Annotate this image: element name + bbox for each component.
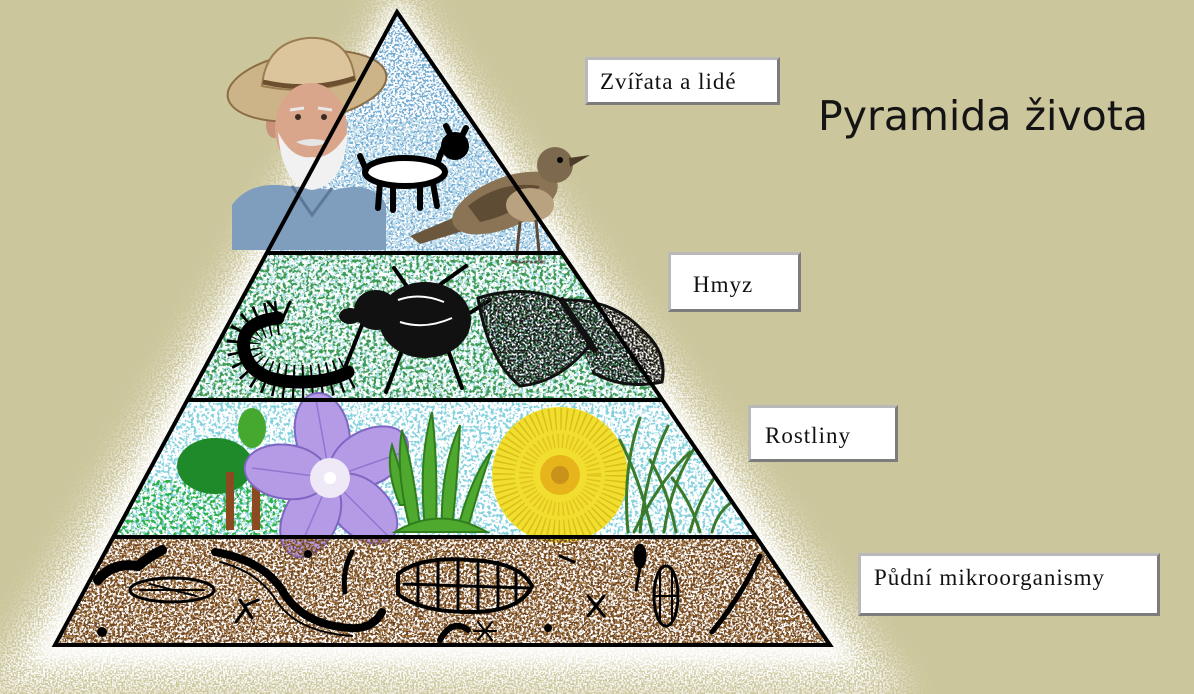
label-animals-people: Zvířata a lidé [585,57,780,105]
bird-eye [557,157,563,163]
man-eye-left [295,114,301,120]
dandelion-photo [492,407,628,543]
dark-speck [304,550,312,558]
label-soil-microorganisms: Půdní mikroorganismy [858,553,1160,616]
diagram-title: Pyramida života [818,96,1148,137]
label-plants: Rostliny [748,405,898,462]
label-insects: Hmyz [668,252,801,312]
pin-shape [634,544,646,568]
man-eye-right [321,114,327,120]
label-text: Půdní mikroorganismy [874,565,1105,590]
label-text: Zvířata a lidé [600,69,737,94]
label-text: Rostliny [765,423,851,448]
bird-head [537,147,573,183]
man-shirt [232,185,386,250]
dark-speck [97,627,107,637]
dark-speck [544,624,552,632]
label-text: Hmyz [693,272,753,297]
